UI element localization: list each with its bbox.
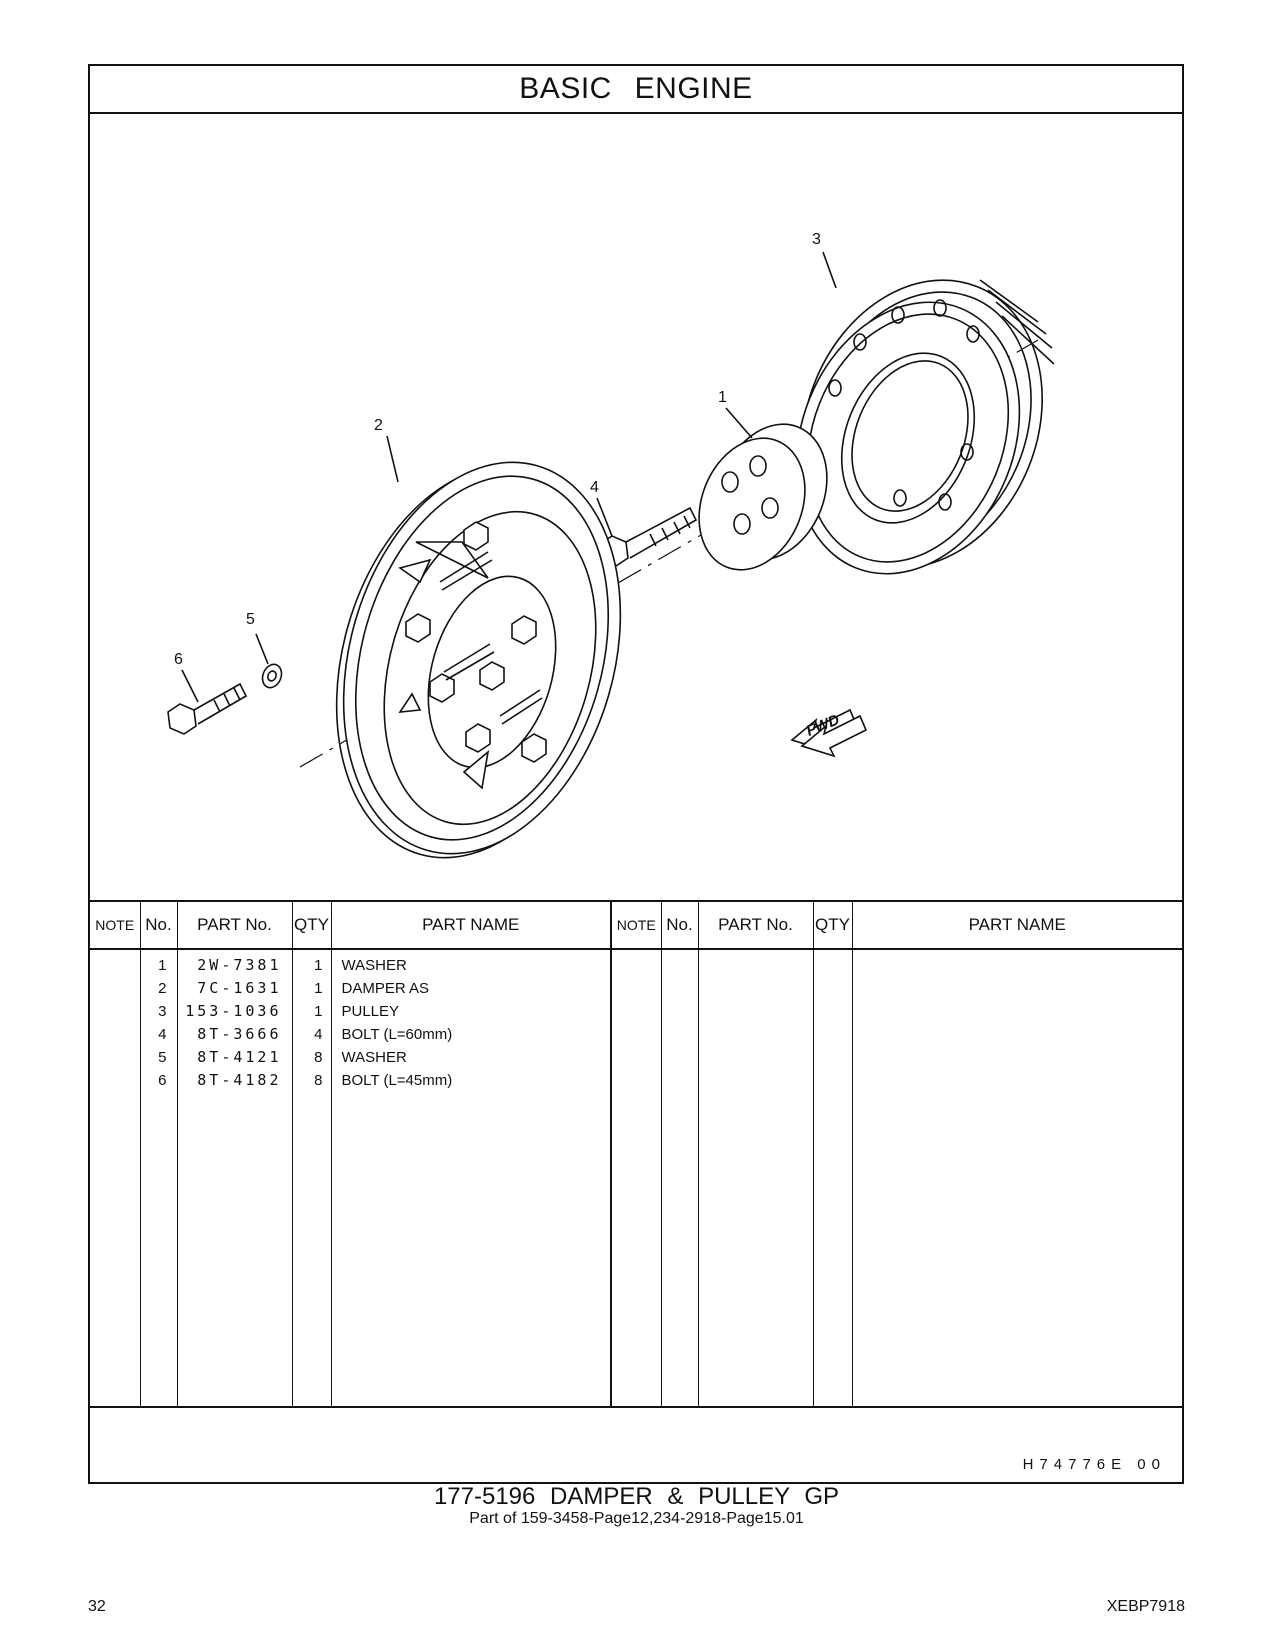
note-column-2 xyxy=(611,949,662,1408)
leader-line-5 xyxy=(255,633,269,665)
callout-2: 2 xyxy=(374,417,383,434)
damper-pulley-illustration xyxy=(167,251,1055,859)
exploded-diagram: 3 1 2 4 5 6 FWD xyxy=(90,112,1182,900)
table-row-qty: 8 xyxy=(314,1049,323,1066)
table-row-no: 1 xyxy=(158,957,167,974)
header-note: NOTE xyxy=(90,900,141,950)
table-row-name: DAMPER AS xyxy=(341,980,430,997)
page-number: 32 xyxy=(88,1598,106,1615)
table-row-part-no: 7C-1631 xyxy=(197,979,282,997)
table-row-name: BOLT (L=60mm) xyxy=(341,1026,453,1043)
table-body-row: 1 2 3 4 5 6 2W-7381 7C-1631 153-1036 8T-… xyxy=(90,949,1182,1408)
table-row-qty: 1 xyxy=(314,980,323,997)
table-row-part-no: 8T-3666 xyxy=(197,1025,282,1043)
table-row-no: 5 xyxy=(158,1049,167,1066)
qty-column-2 xyxy=(813,949,853,1408)
small-washer-drawing xyxy=(261,663,283,689)
part-no-column: 2W-7381 7C-1631 153-1036 8T-3666 8T-4121… xyxy=(177,949,293,1408)
part-no-column-2 xyxy=(698,949,814,1408)
table-row-qty: 4 xyxy=(314,1026,323,1043)
table-row-part-no: 2W-7381 xyxy=(197,956,282,974)
callout-6: 6 xyxy=(174,651,183,668)
header-note-2: NOTE xyxy=(611,900,662,950)
header-part-no-2: PART No. xyxy=(698,900,814,950)
table-row-no: 4 xyxy=(158,1026,167,1043)
table-row-no: 3 xyxy=(158,1003,167,1020)
table-row-qty: 1 xyxy=(314,1003,323,1020)
bolt-60mm-drawing xyxy=(599,506,698,567)
callout-3: 3 xyxy=(812,231,821,248)
table-row-qty: 8 xyxy=(314,1072,323,1089)
part-name-column-2 xyxy=(852,949,1182,1408)
parts-list-table: NOTE No. PART No. QTY PART NAME NOTE No.… xyxy=(90,900,1182,1408)
header-part-no: PART No. xyxy=(177,900,293,950)
header-qty: QTY xyxy=(292,900,332,950)
table-row-no: 6 xyxy=(158,1072,167,1089)
damper-drawing xyxy=(335,461,622,859)
table-row-part-no: 8T-4121 xyxy=(197,1048,282,1066)
table-header-row: NOTE No. PART No. QTY PART NAME NOTE No.… xyxy=(90,900,1182,950)
pulley-drawing xyxy=(795,279,1055,575)
fwd-arrow-icon xyxy=(790,708,868,758)
header-no-2: No. xyxy=(661,900,699,950)
callout-4: 4 xyxy=(590,479,599,496)
table-row-part-no: 8T-4182 xyxy=(197,1071,282,1089)
header-part-name-2: PART NAME xyxy=(852,900,1182,950)
document-code: XEBP7918 xyxy=(1106,1598,1185,1615)
qty-column: 1 1 1 4 8 8 xyxy=(292,949,332,1408)
no-column-2 xyxy=(661,949,699,1408)
header-no: No. xyxy=(140,900,178,950)
part-name-column: WASHER DAMPER AS PULLEY BOLT (L=60mm) WA… xyxy=(331,949,612,1408)
table-row-qty: 1 xyxy=(314,957,323,974)
leader-line-2 xyxy=(386,435,399,483)
bolt-45mm-drawing xyxy=(167,682,248,735)
no-column: 1 2 3 4 5 6 xyxy=(140,949,178,1408)
page-title: BASIC ENGINE xyxy=(90,66,1182,114)
leader-line-4 xyxy=(596,497,613,537)
leader-line-3 xyxy=(822,251,837,289)
header-qty-2: QTY xyxy=(813,900,853,950)
leader-line-1 xyxy=(725,407,753,439)
washer-drawing xyxy=(698,423,828,571)
group-title: 177-5196 DAMPER & PULLEY GP xyxy=(433,1483,840,1510)
leader-line-6 xyxy=(181,669,199,703)
table-row-name: WASHER xyxy=(341,1049,407,1066)
table-row-name: BOLT (L=45mm) xyxy=(341,1072,453,1089)
table-row-part-no: 153-1036 xyxy=(185,1002,282,1020)
group-subtitle: Part of 159-3458-Page12,234-2918-Page15.… xyxy=(469,1510,804,1527)
callout-1: 1 xyxy=(718,389,727,406)
callout-5: 5 xyxy=(246,611,255,628)
note-column xyxy=(90,949,141,1408)
parts-page-frame: BASIC ENGINE xyxy=(88,64,1184,1484)
table-row-name: WASHER xyxy=(341,957,407,974)
table-row-name: PULLEY xyxy=(341,1003,400,1020)
header-part-name: PART NAME xyxy=(331,900,612,950)
table-row-no: 2 xyxy=(158,980,167,997)
illustration-serial: H74776E 00 xyxy=(1022,1456,1166,1473)
